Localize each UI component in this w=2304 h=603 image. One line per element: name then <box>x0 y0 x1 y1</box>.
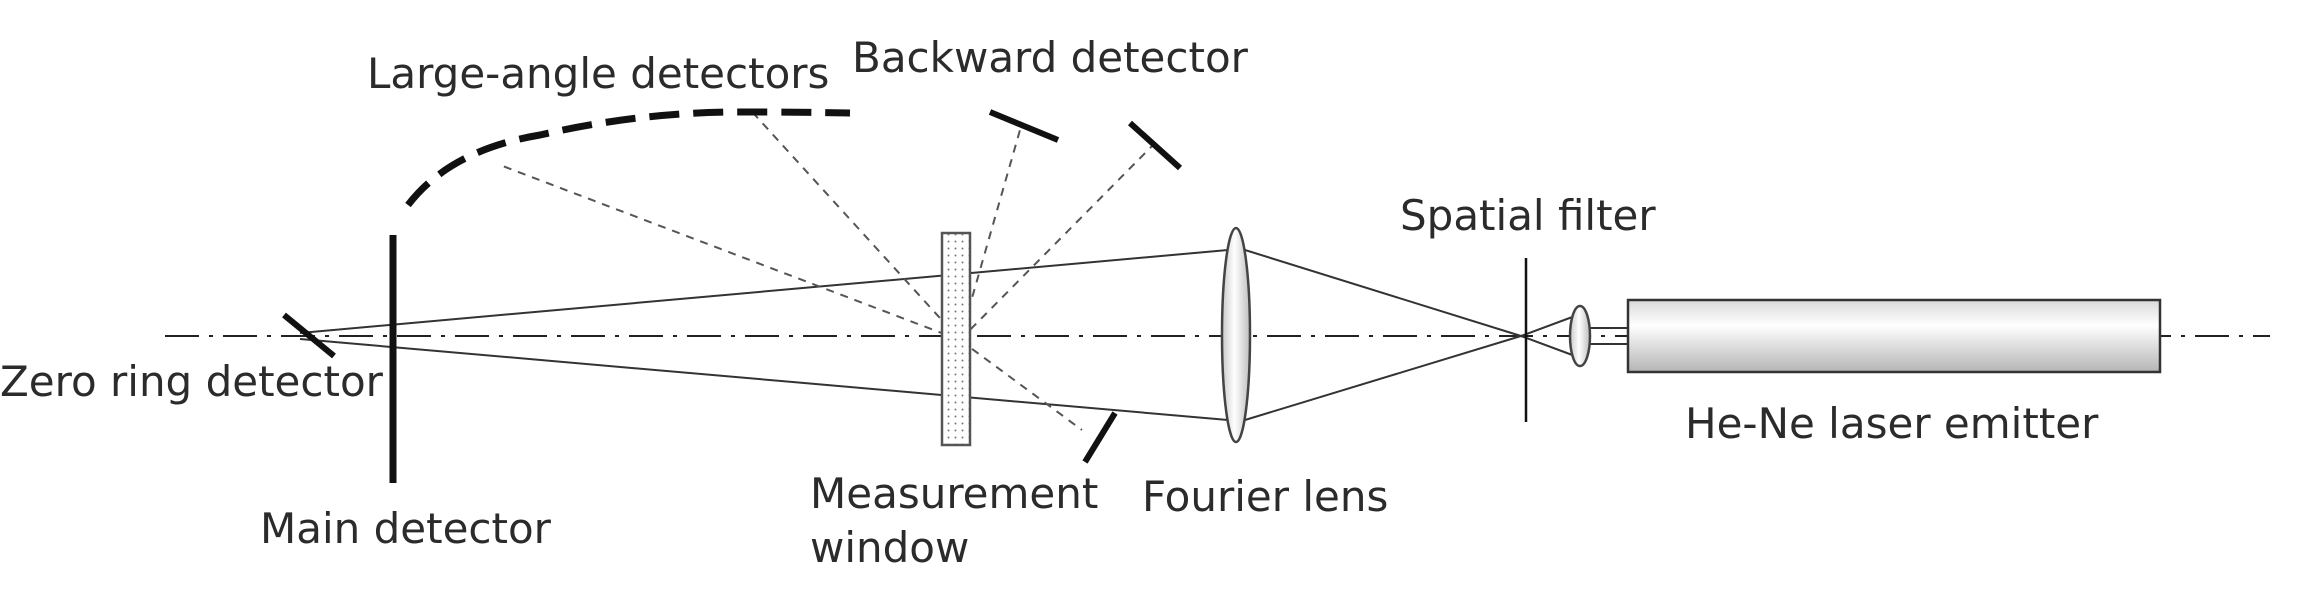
scatter-ray-backward-2 <box>959 139 1159 341</box>
zero-ring-detector <box>282 312 336 359</box>
backward-detector-2 <box>1127 120 1183 171</box>
beam-lower-ray <box>299 338 1229 421</box>
expanding-upper-ray <box>1244 249 1522 337</box>
scatter-ray-large-angle-1 <box>499 164 961 341</box>
label-fourier-lens: Fourier lens <box>1142 472 1388 521</box>
scatter-ray-lower <box>959 339 1083 431</box>
fourier-lens <box>1220 226 1252 444</box>
label-measurement-window-line2: window <box>810 523 969 572</box>
backward-detector-1 <box>988 109 1060 143</box>
label-spatial-filter: Spatial filter <box>1400 191 1656 240</box>
label-backward-detector: Backward detector <box>852 33 1249 82</box>
he-ne-laser-tube <box>1626 298 2162 374</box>
label-measurement-window-line1: Measurement <box>810 469 1098 518</box>
laser-collimating-lens <box>1568 304 1592 368</box>
scatter-ray-large-angle-2 <box>754 114 961 341</box>
laser-beam-lower <box>1520 335 1576 357</box>
large-angle-detectors-arc <box>405 108 851 208</box>
label-main-detector: Main detector <box>260 504 552 553</box>
expanding-lower-ray <box>1244 335 1522 421</box>
beam-upper-ray <box>299 249 1229 334</box>
laser-beam-upper <box>1520 315 1576 337</box>
label-he-ne-laser-emitter: He-Ne laser emitter <box>1685 399 2099 448</box>
lower-scatter-detector <box>1082 411 1118 464</box>
label-large-angle-detectors: Large-angle detectors <box>367 49 829 98</box>
measurement-window <box>940 231 972 447</box>
label-zero-ring-detector: Zero ring detector <box>0 357 384 406</box>
